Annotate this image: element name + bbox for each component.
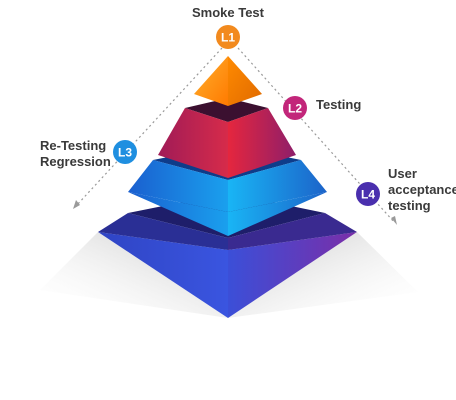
badge-level-1 [216,25,240,49]
badge-level-4-text: L4 [361,188,375,202]
badge-level-2-text: L2 [288,102,302,116]
guide-arrow-left [73,200,80,209]
badge-level-4 [356,182,380,206]
guide-arrow-right [391,216,397,225]
label-level-4-line-2: acceptance [388,182,456,197]
shadow-right [228,232,418,318]
level-4-left-face [98,232,228,318]
level-3-body-right [228,160,327,212]
level-3-left-face [128,192,228,236]
badge-level-2 [283,96,307,120]
level-3-body-left [128,160,228,212]
label-level-4-line-3: testing [388,198,431,213]
level-4-rim-right [228,213,357,250]
level-1-right-face [228,56,262,106]
level-2-body-right [228,108,296,178]
level-2-body-left [158,108,228,178]
level-2-top [185,98,268,122]
level-1-left-face [194,56,228,106]
label-level-4-line-1: User [388,166,417,181]
label-level-3-line-2: Regression [40,154,111,169]
guide-line-right [237,47,395,223]
badge-level-1-text: L1 [221,31,235,45]
label-level-3-line-1: Re-Testing [40,138,106,153]
badge-level-3 [113,140,137,164]
shadow-left [40,232,228,318]
guide-line-left [75,47,223,207]
level-3-right-face [228,192,327,236]
badge-level-3-text: L3 [118,146,132,160]
level-4-right-face [228,232,357,318]
label-level-1-line-1: Smoke Test [192,5,265,20]
label-level-2-line-1: Testing [316,97,361,112]
level-4-rim-left [98,213,228,250]
